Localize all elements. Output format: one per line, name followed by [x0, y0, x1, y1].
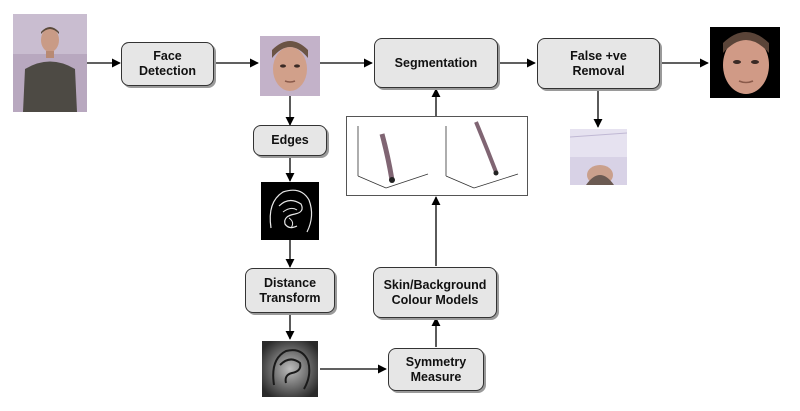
- input-person-photo: [13, 14, 87, 112]
- false-positive-removal-box: False +ve Removal: [537, 38, 660, 89]
- face-crop-photo: [260, 36, 320, 96]
- face-detection-box: Face Detection: [121, 42, 214, 86]
- output-segmented-face: [710, 27, 780, 98]
- colour-model-plots: [346, 116, 528, 196]
- rejected-face-photo: [570, 129, 627, 185]
- background-model-plot: [445, 121, 519, 189]
- edge-map-image: [261, 182, 319, 240]
- skin-model-plot: [357, 126, 429, 189]
- symmetry-measure-box: Symmetry Measure: [388, 348, 484, 391]
- distance-map-image: [262, 341, 318, 397]
- skin-background-colour-models-box: Skin/Background Colour Models: [373, 267, 497, 318]
- distance-transform-box: Distance Transform: [245, 268, 335, 313]
- segmentation-box: Segmentation: [374, 38, 498, 88]
- edges-box: Edges: [253, 125, 327, 156]
